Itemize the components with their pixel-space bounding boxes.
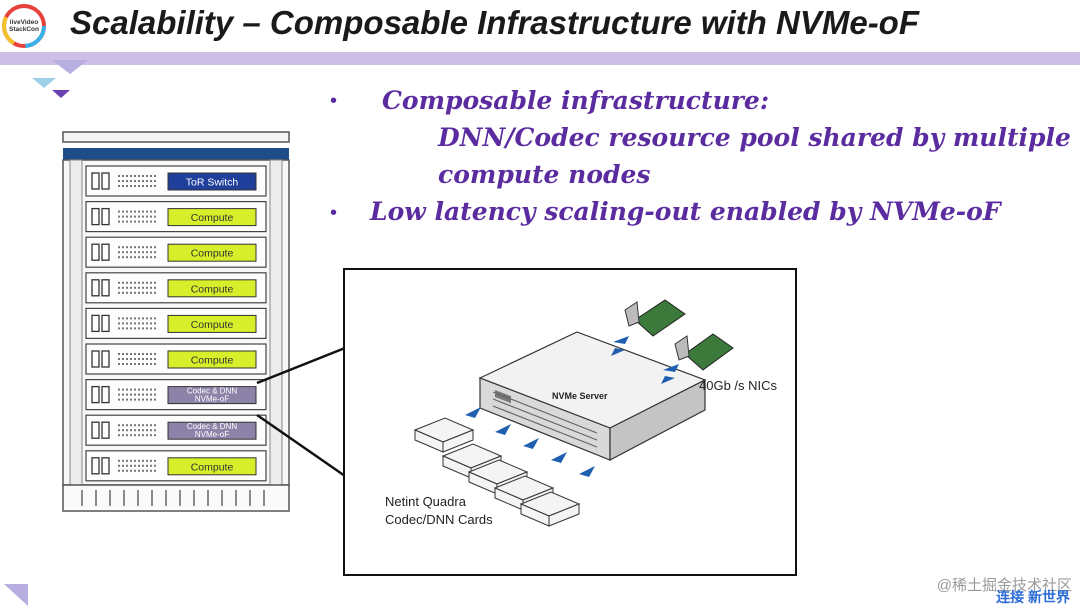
svg-text:StackCon: StackCon (9, 26, 39, 33)
rack-unit: Compute (85, 236, 267, 268)
rack-unit-label: ToR Switch (186, 177, 239, 189)
title-underline-bar (0, 52, 1080, 65)
rack-unit: Compute (85, 307, 267, 339)
rack-unit-label: Codec & DNN (187, 422, 237, 431)
bullet-subtext: DNN/Codec resource pool shared by multip… (438, 123, 1071, 152)
rack-unit-label: Compute (191, 212, 234, 224)
brand-text: 连接 新世界 (996, 589, 1070, 605)
rack-unit-label: NVMe-oF (195, 395, 229, 404)
cards-label-line1: Netint Quadra (385, 494, 466, 509)
bullet-text: Low latency scaling-out enabled by NVMe-… (370, 197, 1001, 226)
rack-unit-label: Compute (191, 283, 234, 295)
bullet-text: Composable infrastructure: (382, 86, 770, 115)
bullet-marker: • (330, 90, 338, 112)
server-rack-diagram: ToR SwitchComputeComputeComputeComputeCo… (62, 131, 290, 512)
rack-unit: Compute (85, 343, 267, 375)
corner-triangle (4, 584, 28, 606)
nics-label: 40Gb /s NICs (699, 378, 778, 393)
watermark-text: @稀土掘金技术社区 (936, 577, 1072, 594)
conference-logo: liveVideo StackCon (2, 4, 46, 48)
rack-unit-label: Compute (191, 248, 234, 260)
rack-unit-label: Compute (191, 355, 234, 367)
nvme-server-illustration (413, 299, 734, 527)
rack-unit-label: Codec & DNN (187, 387, 237, 396)
nic-card (674, 333, 734, 371)
bullet-marker: • (330, 202, 338, 224)
cards-label-line2: Codec/DNN Cards (385, 512, 493, 527)
bullet-subtext: compute nodes (438, 160, 651, 189)
nvme-server-label: NVMe Server (552, 391, 608, 401)
decorative-triangles (32, 60, 88, 98)
rack-unit-label: Compute (191, 319, 234, 331)
rack-unit: Compute (85, 450, 267, 482)
rack-unit-label: Compute (191, 461, 234, 473)
nvme-diagram-panel: NVMe Server 40Gb /s NICs Netint Quadra C… (343, 268, 797, 576)
svg-text:liveVideo: liveVideo (10, 19, 38, 26)
rack-unit: Compute (85, 272, 267, 304)
rack-unit: ToR Switch (85, 165, 267, 197)
rack-unit-label: NVMe-oF (195, 430, 229, 439)
slide-title: Scalability – Composable Infrastructure … (70, 4, 919, 41)
nic-card (624, 299, 686, 337)
connector-lines (256, 346, 346, 478)
rack-unit: Compute (85, 200, 267, 233)
